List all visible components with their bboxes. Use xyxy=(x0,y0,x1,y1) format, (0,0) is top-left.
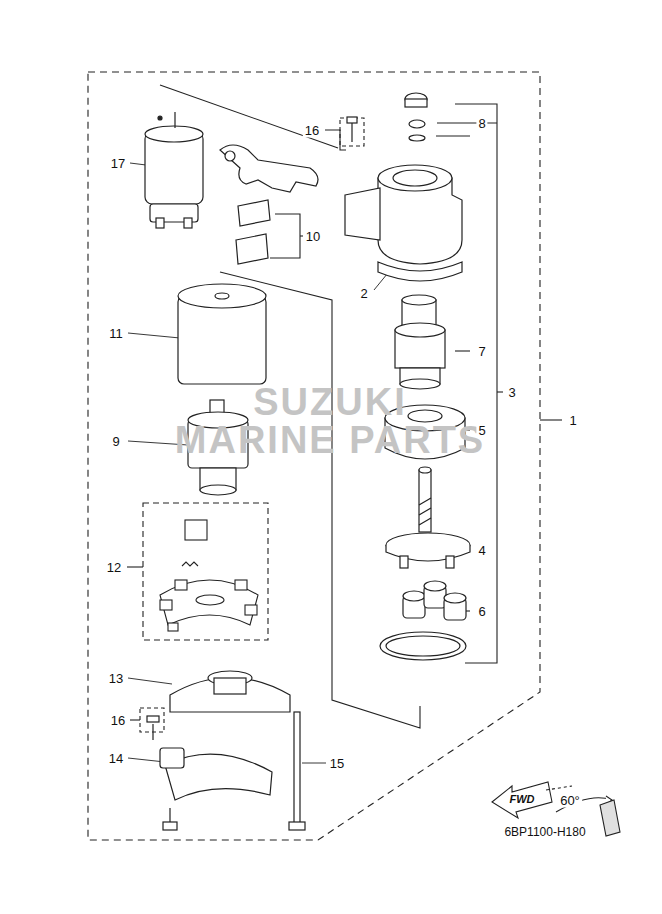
callout-number: 16 xyxy=(303,123,321,138)
callout-number: 13 xyxy=(107,671,125,686)
planet-gears xyxy=(403,581,466,620)
direction-label: FWD xyxy=(507,793,536,806)
callout-number: 7 xyxy=(476,344,487,359)
through-bolt xyxy=(289,712,305,830)
retainer-ring xyxy=(380,632,466,660)
callout-number: 10 xyxy=(304,229,322,244)
callout-number: 14 xyxy=(107,751,125,766)
callout-number: 9 xyxy=(110,434,121,449)
rear-bracket xyxy=(147,716,272,830)
callout-number: 1 xyxy=(567,413,578,428)
end-cover xyxy=(170,671,290,712)
planet-carrier-shaft xyxy=(386,467,470,568)
front-housing xyxy=(345,93,462,281)
callout-number: 6 xyxy=(476,604,487,619)
callout-number: 17 xyxy=(109,156,127,171)
callout-number: 4 xyxy=(476,543,487,558)
pinion-clutch xyxy=(395,295,445,389)
callout-number: 60° xyxy=(558,793,582,808)
callout-number: 3 xyxy=(506,385,517,400)
callout-number: 2 xyxy=(358,286,369,301)
watermark: MARINE PARTS xyxy=(173,420,487,460)
shift-lever xyxy=(220,145,318,264)
leader-lines xyxy=(128,163,392,763)
callout-number: 11 xyxy=(107,326,125,341)
diagram-code: 6BP1100-H180 xyxy=(502,825,587,839)
callout-number: 16 xyxy=(109,713,127,728)
assembly-outline xyxy=(88,72,562,840)
watermark: SUZUKI xyxy=(251,382,408,422)
callout-number: 12 xyxy=(105,560,123,575)
callout-number: 15 xyxy=(328,756,346,771)
callout-number: 8 xyxy=(476,116,487,131)
solenoid xyxy=(145,112,203,228)
callout-number: 5 xyxy=(476,423,487,438)
bracket-lines xyxy=(127,104,503,732)
brush-holder xyxy=(160,520,258,631)
yoke xyxy=(178,284,266,384)
